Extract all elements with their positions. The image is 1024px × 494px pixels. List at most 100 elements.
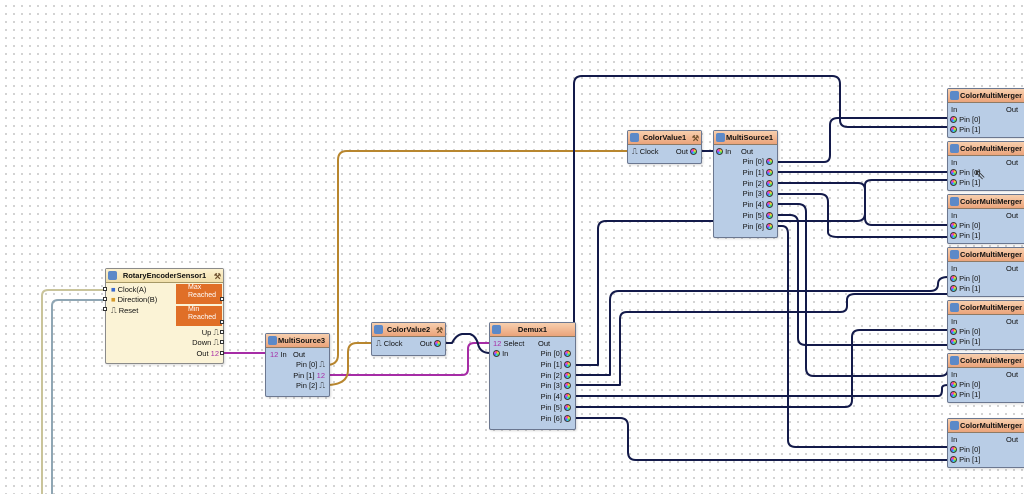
demux-pin6[interactable]: Pin [6] [541, 414, 571, 423]
merger-pin0[interactable]: Pin [0] [950, 115, 980, 124]
wire-demux-pin5[interactable] [573, 329, 949, 408]
merger-out-label[interactable]: Out [1006, 158, 1019, 167]
up-port[interactable] [220, 330, 224, 334]
direction-b-port[interactable] [103, 297, 107, 301]
multisource-pin3[interactable]: Pin [3] [743, 189, 773, 198]
in-label[interactable]: In [493, 349, 508, 358]
wire-multisource3-pin0-to-colorvalue1[interactable] [325, 150, 629, 366]
rotary-encoder-title-bar[interactable]: RotaryEncoderSensor1 ⚒ [106, 269, 223, 283]
colorvalue2-node[interactable]: ColorValue2 ⚒ ⎍ Clock Out [371, 322, 446, 356]
wire-multisource1-pin0[interactable] [775, 117, 949, 163]
merger-pin1[interactable]: Pin [1] [950, 178, 980, 187]
demux-pin2[interactable]: Pin [2] [541, 371, 571, 380]
multisource3-title-bar[interactable]: MultiSource3 [266, 334, 329, 348]
multisource-pin1[interactable]: Pin [1] [743, 168, 773, 177]
color-multi-merger-node[interactable]: ColorMultiMerger In Out Pin [0] Pin [1] [947, 353, 1024, 403]
reset-port[interactable] [103, 307, 107, 311]
demux-pin3[interactable]: Pin [3] [541, 381, 571, 390]
merger-pin1[interactable]: Pin [1] [950, 337, 980, 346]
multisource-pin4[interactable]: Pin [4] [743, 200, 773, 209]
wire-multisource1-pin3[interactable] [775, 193, 949, 238]
merger-out-label[interactable]: Out [1006, 264, 1019, 273]
out-port[interactable] [220, 351, 224, 355]
max-reached-port[interactable] [220, 297, 224, 301]
multisource-pin0[interactable]: Pin [0] [743, 157, 773, 166]
out-label[interactable]: Out [676, 147, 697, 156]
wire-multisource3-pin1-to-demux-select[interactable] [325, 342, 491, 376]
wire-multisource3-pin2-to-colorvalue2[interactable] [325, 342, 373, 386]
colorvalue1-node[interactable]: ColorValue1 ⚒ ⎍ Clock Out [627, 130, 702, 164]
wire-multisource1-pin5[interactable] [775, 214, 949, 346]
merger-out-label[interactable]: Out [1006, 370, 1019, 379]
out-label[interactable]: Out [420, 339, 441, 348]
wrench-icon[interactable]: ⚒ [435, 326, 443, 335]
wire-multisource1-pin6[interactable] [775, 225, 949, 448]
merger-pin1[interactable]: Pin [1] [950, 231, 980, 240]
multisource1-title-bar[interactable]: MultiSource1 [714, 131, 777, 145]
merger-pin0[interactable]: Pin [0] [950, 445, 980, 454]
merger-out-label[interactable]: Out [1006, 317, 1019, 326]
wrench-icon[interactable]: ⚒ [213, 272, 221, 281]
merger-out-label[interactable]: Out [1006, 435, 1019, 444]
down-port[interactable] [220, 340, 224, 344]
demux-pin1[interactable]: Pin [1] [541, 360, 571, 369]
color-multi-merger-node[interactable]: ColorMultiMerger In Out Pin [0] Pin [1] [947, 300, 1024, 350]
pin0-label[interactable]: Pin [0] ⎍ [296, 360, 325, 369]
wire-demux-pin4[interactable] [573, 384, 949, 397]
merger-pin0[interactable]: Pin [0] [950, 168, 980, 177]
pin1-label[interactable]: Pin [1] 12 [293, 371, 325, 380]
color-multi-merger-node[interactable]: ColorMultiMerger In Out Pin [0] Pin [1] [947, 418, 1024, 468]
color-multi-merger-node[interactable]: ColorMultiMerger In Out Pin [0] Pin [1] [947, 194, 1024, 244]
multisource3-node[interactable]: MultiSource3 12 In Out Pin [0] ⎍ Pin [1]… [265, 333, 330, 397]
wrench-icon[interactable]: ⚒ [691, 134, 699, 143]
demux-pin4[interactable]: Pin [4] [541, 392, 571, 401]
wire-colorvalue2-to-demux-in[interactable] [443, 333, 491, 354]
merger-title-bar[interactable]: ColorMultiMerger [948, 248, 1024, 262]
colorvalue2-title-bar[interactable]: ColorValue2 ⚒ [372, 323, 445, 337]
color-multi-merger-node[interactable]: ColorMultiMerger In Out Pin [0] Pin [1] [947, 88, 1024, 138]
max-reached-output[interactable]: Max Reached [176, 284, 222, 304]
pin2-label[interactable]: Pin [2] ⎍ [296, 381, 325, 390]
demux-pin0[interactable]: Pin [0] [541, 349, 571, 358]
demux-pin5[interactable]: Pin [5] [541, 403, 571, 412]
merger-title-bar[interactable]: ColorMultiMerger [948, 195, 1024, 209]
clock-label[interactable]: ⎍ Clock [376, 339, 403, 348]
min-reached-port[interactable] [220, 320, 224, 324]
merger-pin1[interactable]: Pin [1] [950, 390, 980, 399]
multisource-pin2[interactable]: Pin [2] [743, 179, 773, 188]
merger-out-label[interactable]: Out [1006, 105, 1019, 114]
demux1-node[interactable]: Demux1 12 Select In Out Pin [0] Pin [1] … [489, 322, 576, 430]
merger-pin0[interactable]: Pin [0] [950, 380, 980, 389]
min-reached-output[interactable]: Min Reached [176, 306, 222, 326]
merger-pin1[interactable]: Pin [1] [950, 284, 980, 293]
wire-demux-pin1[interactable] [573, 179, 949, 366]
select-label[interactable]: 12 Select [493, 339, 525, 348]
merger-pin0[interactable]: Pin [0] [950, 221, 980, 230]
clock-label[interactable]: ⎍ Clock [632, 147, 659, 156]
color-multi-merger-node[interactable]: ColorMultiMerger In Out Pin [0] Pin [1] [947, 141, 1024, 191]
colorvalue1-title-bar[interactable]: ColorValue1 ⚒ [628, 131, 701, 145]
merger-pin1[interactable]: Pin [1] [950, 125, 980, 134]
clock-a-port[interactable] [103, 287, 107, 291]
merger-title-bar[interactable]: ColorMultiMerger [948, 89, 1024, 103]
multisource-pin6[interactable]: Pin [6] [743, 222, 773, 231]
merger-title-bar[interactable]: ColorMultiMerger [948, 354, 1024, 368]
wire-demux-pin3[interactable] [573, 293, 949, 386]
in-label[interactable]: In [716, 147, 731, 156]
multisource-pin5[interactable]: Pin [5] [743, 211, 773, 220]
merger-out-label[interactable]: Out [1006, 211, 1019, 220]
rotary-encoder-sensor-node[interactable]: RotaryEncoderSensor1 ⚒ ■ Clock(A) ■ Dire… [103, 268, 224, 364]
wire-multisource1-pin4[interactable] [775, 203, 949, 377]
wire-demux-pin6[interactable] [573, 417, 949, 461]
multisource1-node[interactable]: MultiSource1 In Out Pin [0] Pin [1] Pin … [713, 130, 778, 238]
color-multi-merger-node[interactable]: ColorMultiMerger In Out Pin [0] Pin [1] [947, 247, 1024, 297]
wire-multisource1-pin2[interactable] [775, 182, 949, 226]
wire-demux-pin0[interactable] [573, 75, 949, 354]
wire-clock-a[interactable] [41, 289, 105, 494]
demux1-title-bar[interactable]: Demux1 [490, 323, 575, 337]
wire-direction-b[interactable] [51, 299, 105, 494]
merger-pin1[interactable]: Pin [1] [950, 455, 980, 464]
merger-pin0[interactable]: Pin [0] [950, 274, 980, 283]
merger-title-bar[interactable]: ColorMultiMerger [948, 419, 1024, 433]
merger-title-bar[interactable]: ColorMultiMerger [948, 142, 1024, 156]
